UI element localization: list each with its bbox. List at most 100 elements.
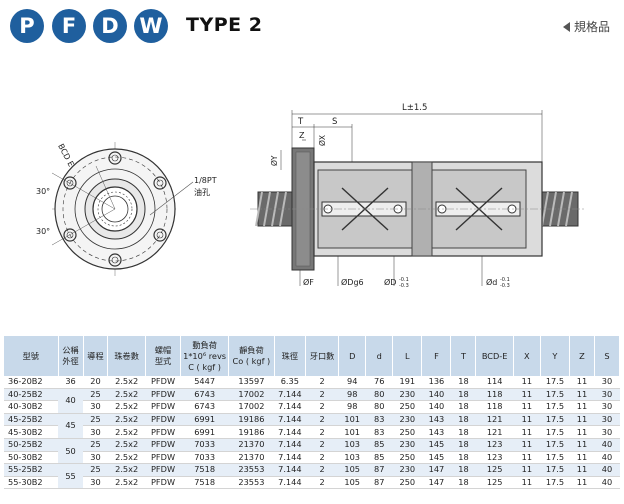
header-ball-turns: 珠卷數: [107, 336, 146, 376]
dim-t-label: T: [297, 117, 304, 127]
cell-y: 17.5: [540, 413, 570, 427]
spec-products-link[interactable]: 規格品: [562, 18, 610, 35]
front-view: [51, 142, 194, 276]
header-line: Z: [579, 350, 585, 361]
cell-f: 136: [421, 376, 451, 389]
dim-y-label: ØY: [270, 155, 279, 166]
cell-s: 40: [594, 476, 620, 490]
header-thread-starts: 牙口數: [305, 336, 340, 376]
badge-f: F: [52, 9, 86, 43]
cell-t: 18: [450, 425, 476, 439]
dim-d-outer-tol-top: -0.1: [399, 277, 409, 283]
cell-ball: 7.144: [274, 425, 306, 439]
cell-starts: 2: [305, 438, 339, 452]
header-line: 珠徑: [281, 350, 299, 361]
cell-x: 11: [513, 425, 541, 439]
cell-model: 36-20B2: [4, 376, 59, 389]
cell-z: 11: [569, 413, 595, 427]
cell-co: 17002: [228, 388, 275, 402]
cell-starts: 2: [305, 451, 339, 465]
cell-dia: 50: [58, 438, 83, 465]
cell-f: 140: [421, 388, 451, 402]
cell-turns: 2.5x2: [107, 376, 146, 389]
cell-bcd: 118: [475, 400, 514, 414]
badge-p: P: [10, 9, 44, 43]
cell-z: 11: [569, 463, 595, 477]
cell-f: 145: [421, 451, 451, 465]
angle-top-label: 30°: [36, 187, 50, 196]
cell-ball: 7.144: [274, 413, 306, 427]
cell-d: 76: [365, 376, 393, 389]
header-line: 導程: [87, 350, 104, 361]
cell-f: 147: [421, 463, 451, 477]
cell-starts: 2: [305, 388, 339, 402]
header-flange-t: T: [450, 336, 477, 376]
dim-d-inner-tol-top: -0.1: [500, 277, 510, 283]
cell-co: 21370: [228, 451, 275, 465]
header-bcd-e: BCD-E: [475, 336, 514, 376]
page-header: P F D W TYPE 2 規格品: [0, 0, 624, 48]
cell-lead: 25: [83, 438, 108, 452]
cell-z: 11: [569, 476, 595, 490]
cell-l: 230: [392, 413, 422, 427]
cell-f: 143: [421, 425, 451, 439]
header-nut-type: 螺帽型式: [145, 336, 182, 376]
header-d-outer: D: [338, 336, 367, 376]
cell-model: 55-25B2: [4, 463, 59, 477]
cell-y: 17.5: [540, 425, 570, 439]
header-lead: 導程: [83, 336, 109, 376]
cell-ball: 7.144: [274, 476, 306, 490]
cell-s: 40: [594, 438, 620, 452]
cell-type: PFDW: [145, 425, 181, 439]
cell-type: PFDW: [145, 438, 181, 452]
cell-bcd: 123: [475, 451, 514, 465]
badge-d: D: [93, 9, 127, 43]
cell-ball: 7.144: [274, 451, 306, 465]
cell-l: 230: [392, 438, 422, 452]
cell-y: 17.5: [540, 400, 570, 414]
cell-l: 230: [392, 463, 422, 477]
cell-lead: 25: [83, 463, 108, 477]
cell-model: 40-30B2: [4, 400, 59, 414]
cell-t: 18: [450, 388, 476, 402]
cell-t: 18: [450, 438, 476, 452]
header-line: 公稱: [62, 345, 79, 355]
cell-d: 87: [365, 476, 393, 490]
cell-t: 18: [450, 413, 476, 427]
cell-dia: 36: [58, 376, 83, 389]
dim-f-label: ØF: [303, 277, 314, 287]
cell-t: 18: [450, 451, 476, 465]
cell-co: 21370: [228, 438, 275, 452]
header-line: T: [460, 350, 466, 361]
cell-starts: 2: [305, 413, 339, 427]
cell-y: 17.5: [540, 463, 570, 477]
cell-f: 140: [421, 400, 451, 414]
header-line: 動負荷: [192, 339, 217, 350]
cell-type: PFDW: [145, 451, 181, 465]
header-model: 型號: [4, 336, 59, 376]
cell-co: 19186: [228, 425, 275, 439]
header-line: C ( kgf ): [188, 361, 221, 372]
cell-l: 230: [392, 388, 422, 402]
cell-type: PFDW: [145, 463, 181, 477]
header-line: 型號: [22, 350, 39, 361]
cell-s: 30: [594, 376, 620, 389]
cell-z: 11: [569, 451, 595, 465]
header-line: Co ( kgf ): [232, 356, 271, 366]
cell-c: 7033: [180, 438, 229, 452]
cell-ball: 7.144: [274, 388, 306, 402]
cell-model: 50-25B2: [4, 438, 59, 452]
badge-w: W: [134, 9, 168, 43]
cell-x: 11: [513, 451, 541, 465]
bcd-label: BCD E: [56, 142, 76, 168]
cell-lead: 20: [83, 376, 108, 389]
cell-starts: 2: [305, 400, 339, 414]
cell-x: 11: [513, 463, 541, 477]
cell-d: 98: [338, 400, 366, 414]
cell-s: 30: [594, 413, 620, 427]
cell-d: 103: [338, 438, 366, 452]
